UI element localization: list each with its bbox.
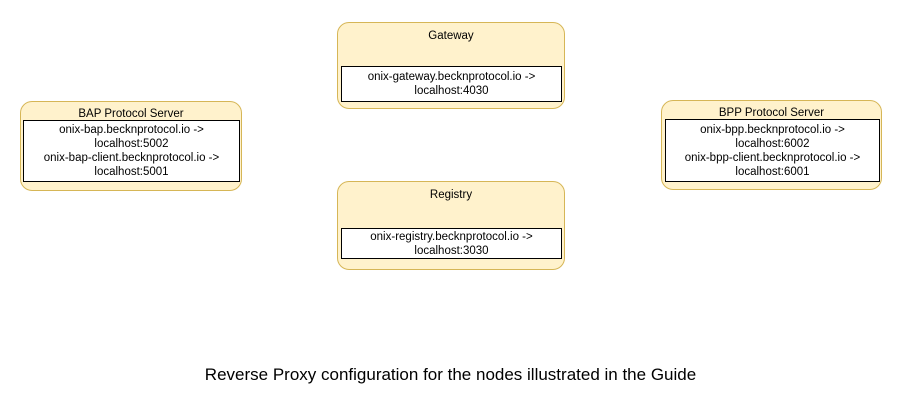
mapping-source: onix-bap.becknprotocol.io -> [59,124,204,136]
mapping-source: onix-bpp-client.becknprotocol.io -> [684,151,861,164]
node-registry-title: Registry [429,189,473,201]
node-gateway[interactable]: Gateway onix-gateway.becknprotocol.io ->… [337,22,565,109]
node-bpp-title: BPP Protocol Server [718,107,825,119]
mapping-row: onix-registry.becknprotocol.io -> localh… [370,230,532,258]
node-gateway-title: Gateway [428,30,474,42]
mapping-source: onix-bpp.becknprotocol.io -> [700,123,845,136]
node-bpp-protocol-server[interactable]: BPP Protocol Server onix-bpp.becknprotoc… [661,100,882,190]
mapping-source: onix-gateway.becknprotocol.io -> [367,71,536,83]
diagram-caption: Reverse Proxy configuration for the node… [204,365,697,384]
node-bap-title: BAP Protocol Server [78,108,184,120]
node-gateway-mappings-panel: onix-gateway.becknprotocol.io -> localho… [341,66,562,102]
node-bap-mappings-panel: onix-bap.becknprotocol.io -> localhost:5… [23,120,240,182]
mapping-row: onix-bap-client.becknprotocol.io -> loca… [44,151,219,179]
mapping-target: localhost:4030 [414,85,489,97]
mapping-row: onix-bpp-client.becknprotocol.io -> loca… [685,151,860,179]
mapping-row: onix-gateway.becknprotocol.io -> localho… [368,70,536,98]
mapping-row: onix-bpp.becknprotocol.io -> localhost:6… [700,123,845,151]
mapping-source: onix-bap-client.becknprotocol.io -> [43,152,220,164]
mapping-target: localhost:6002 [735,137,810,150]
node-bap-protocol-server[interactable]: BAP Protocol Server onix-bap.becknprotoc… [20,101,242,191]
mapping-source: onix-registry.becknprotocol.io -> [370,230,533,243]
node-registry-mappings-panel: onix-registry.becknprotocol.io -> localh… [341,228,562,259]
mapping-row: onix-bap.becknprotocol.io -> localhost:5… [59,123,204,151]
mapping-target: localhost:6001 [735,165,810,178]
node-bpp-mappings-panel: onix-bpp.becknprotocol.io -> localhost:6… [665,119,880,182]
mapping-target: localhost:3030 [414,244,489,257]
node-registry[interactable]: Registry onix-registry.becknprotocol.io … [337,181,565,270]
mapping-target: localhost:5002 [94,138,169,150]
mapping-target: localhost:5001 [94,166,169,178]
